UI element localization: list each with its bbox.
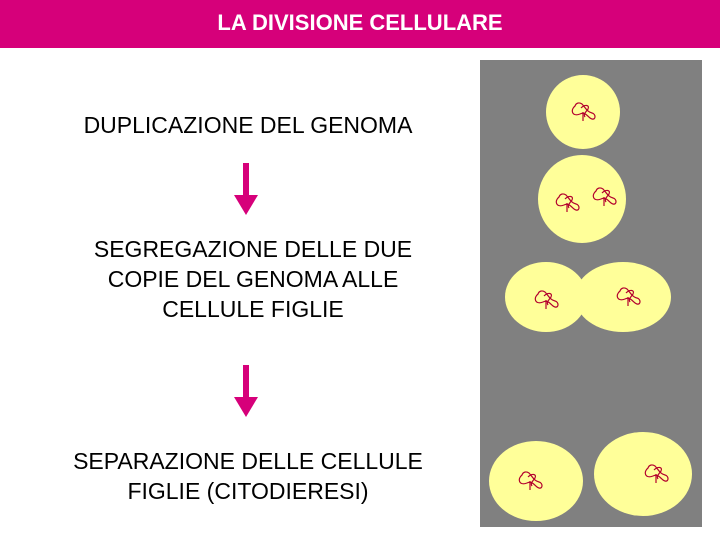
cell	[594, 432, 692, 516]
cell	[505, 262, 587, 332]
cell-stage-4	[489, 432, 692, 521]
cell-stage-2	[538, 155, 626, 243]
cell	[538, 155, 626, 243]
cell-stage-1	[546, 75, 620, 149]
cell	[575, 262, 671, 332]
cell-stage-3	[505, 262, 671, 332]
